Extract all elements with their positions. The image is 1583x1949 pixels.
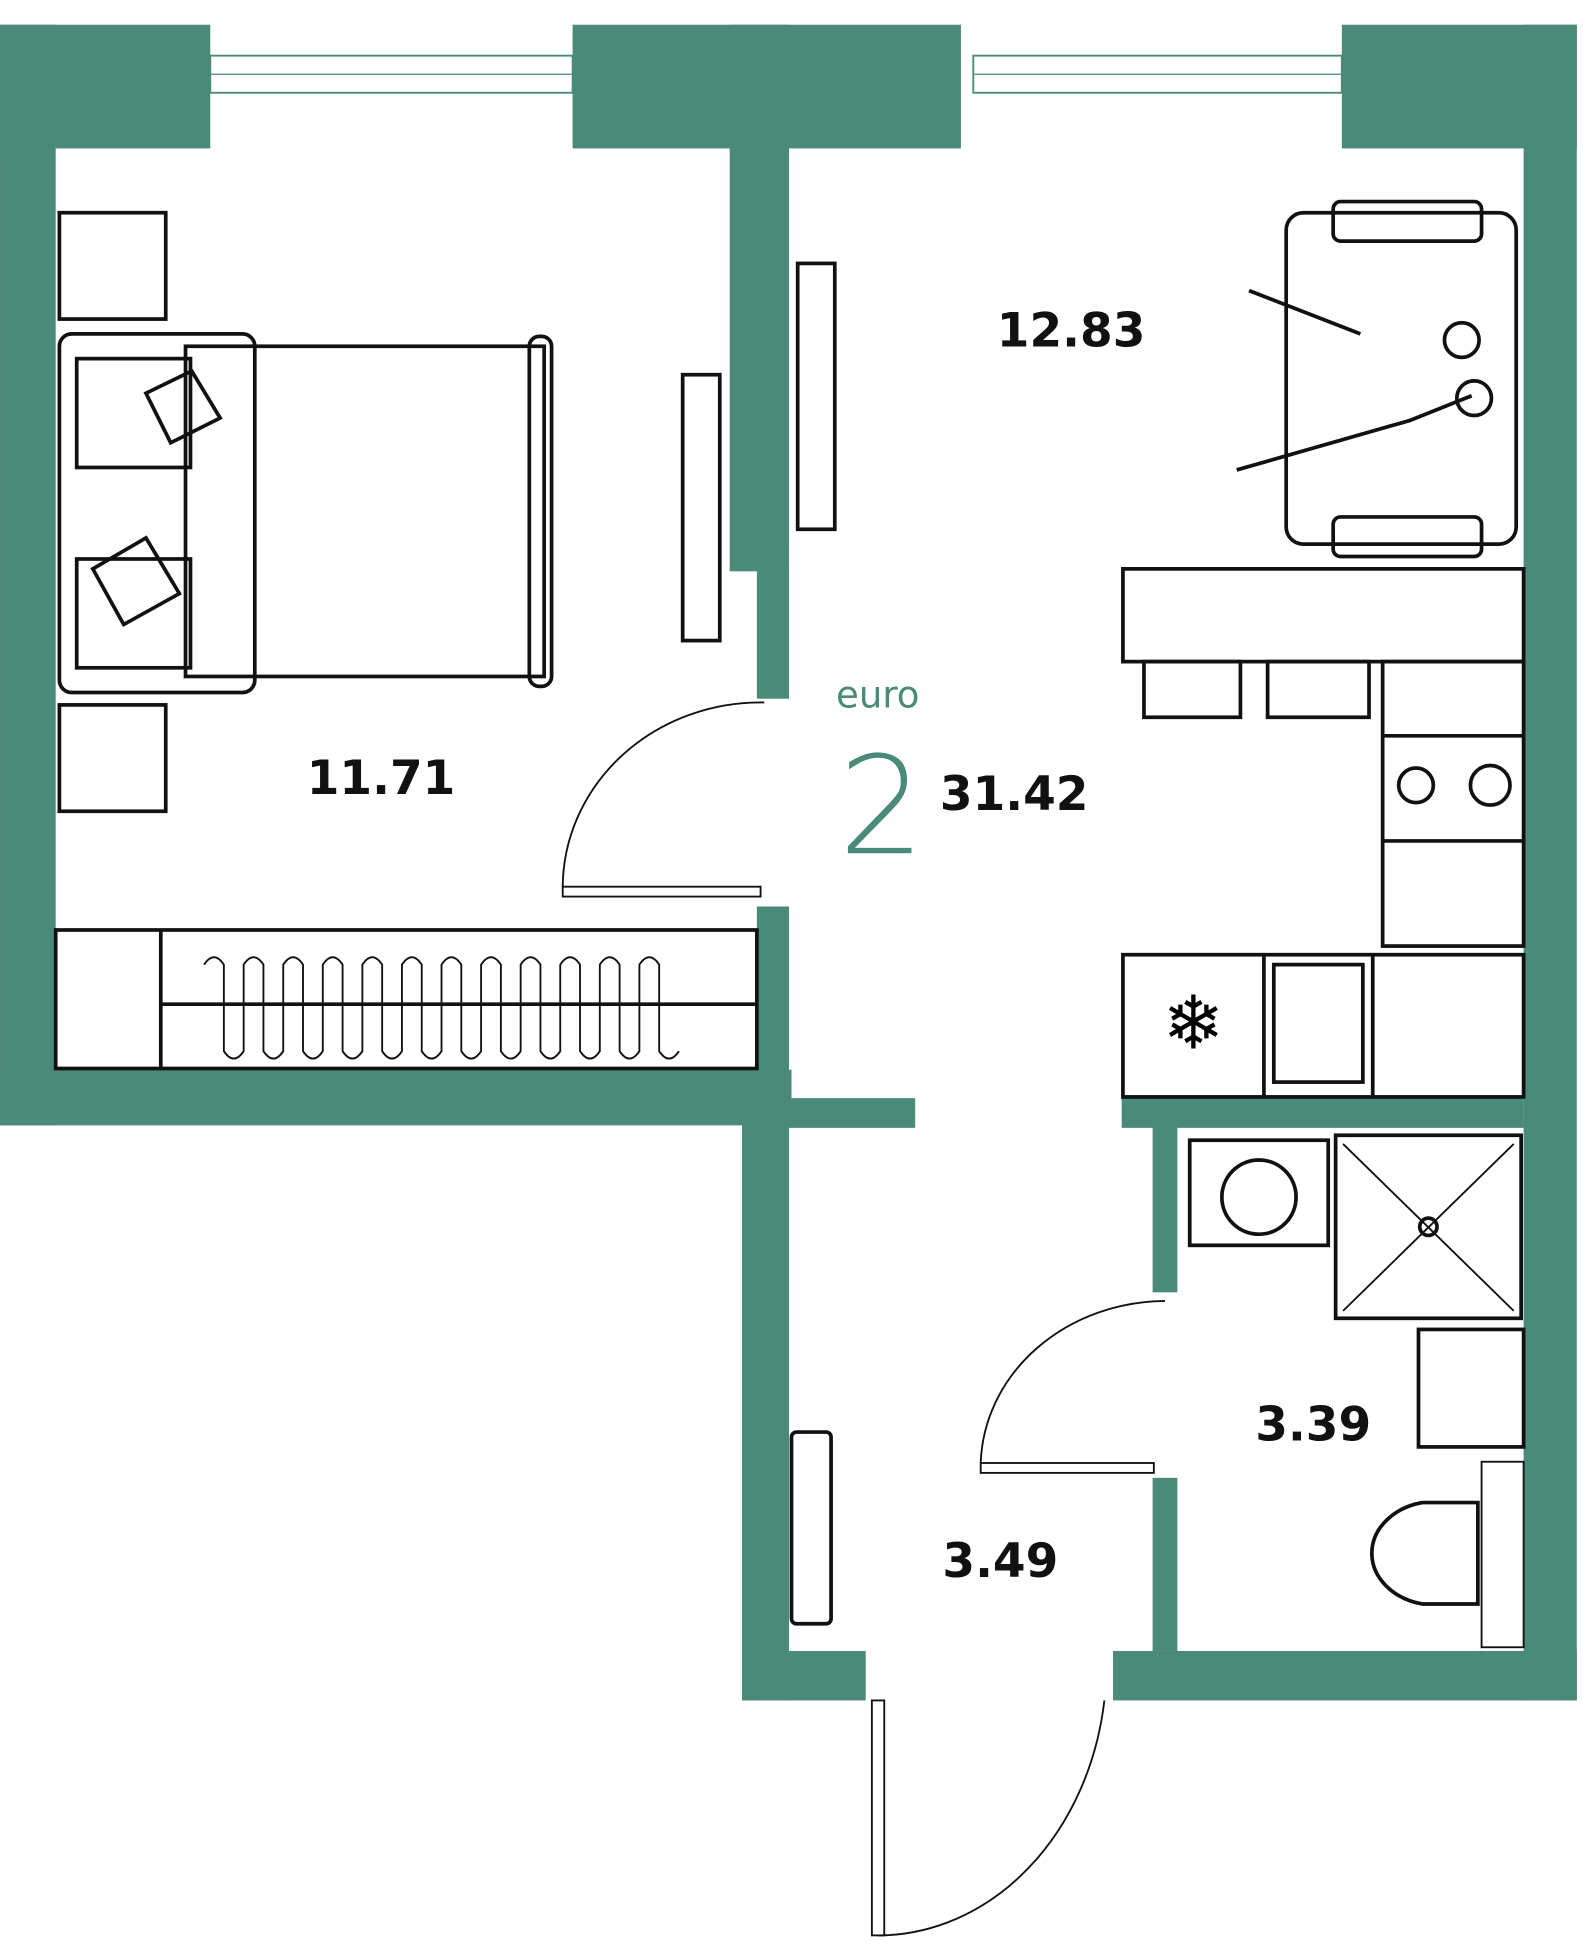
sofa	[1236, 199, 1519, 559]
total-area-label: 31.42	[940, 767, 1089, 822]
rooms-count: 2	[838, 728, 925, 886]
windows	[209, 54, 1343, 94]
room-area-label: 12.83	[997, 303, 1146, 358]
bathroom-fixtures	[1187, 1133, 1526, 1649]
room-area-label: 3.39	[1255, 1398, 1371, 1453]
tv	[680, 372, 722, 643]
bed	[57, 210, 554, 814]
room-area-label: 11.71	[307, 751, 456, 806]
snowflake-icon: ❄	[1162, 984, 1224, 1066]
kitchen: ❄	[1121, 567, 1526, 1099]
coat-rack	[789, 1430, 833, 1626]
type-label: euro	[836, 673, 919, 716]
doors	[561, 701, 1165, 1937]
tv	[795, 261, 837, 532]
room-area-label: 3.49	[942, 1534, 1058, 1589]
walls	[0, 24, 1577, 1701]
wardrobe	[53, 928, 759, 1071]
